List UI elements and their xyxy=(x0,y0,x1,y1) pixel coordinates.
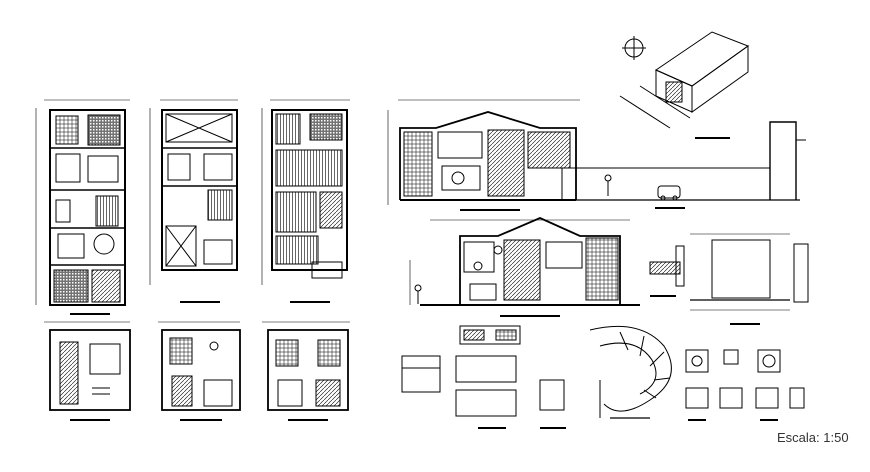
floor-plan-1 xyxy=(35,99,130,315)
long-section xyxy=(409,217,640,317)
side-section xyxy=(561,121,806,209)
facade-2 xyxy=(158,321,241,421)
spiral-stair xyxy=(589,325,672,419)
roof-plan xyxy=(261,99,350,303)
isometric-view xyxy=(619,31,750,139)
facade-3 xyxy=(262,321,350,421)
scale-label: Escala: 1:50 xyxy=(777,430,849,445)
wall-detail xyxy=(649,233,809,325)
front-elevation xyxy=(387,99,580,211)
kitchen-details xyxy=(401,325,566,429)
floor-plan-2 xyxy=(149,99,238,303)
facade-1 xyxy=(44,321,131,421)
fixture-details xyxy=(685,349,805,421)
